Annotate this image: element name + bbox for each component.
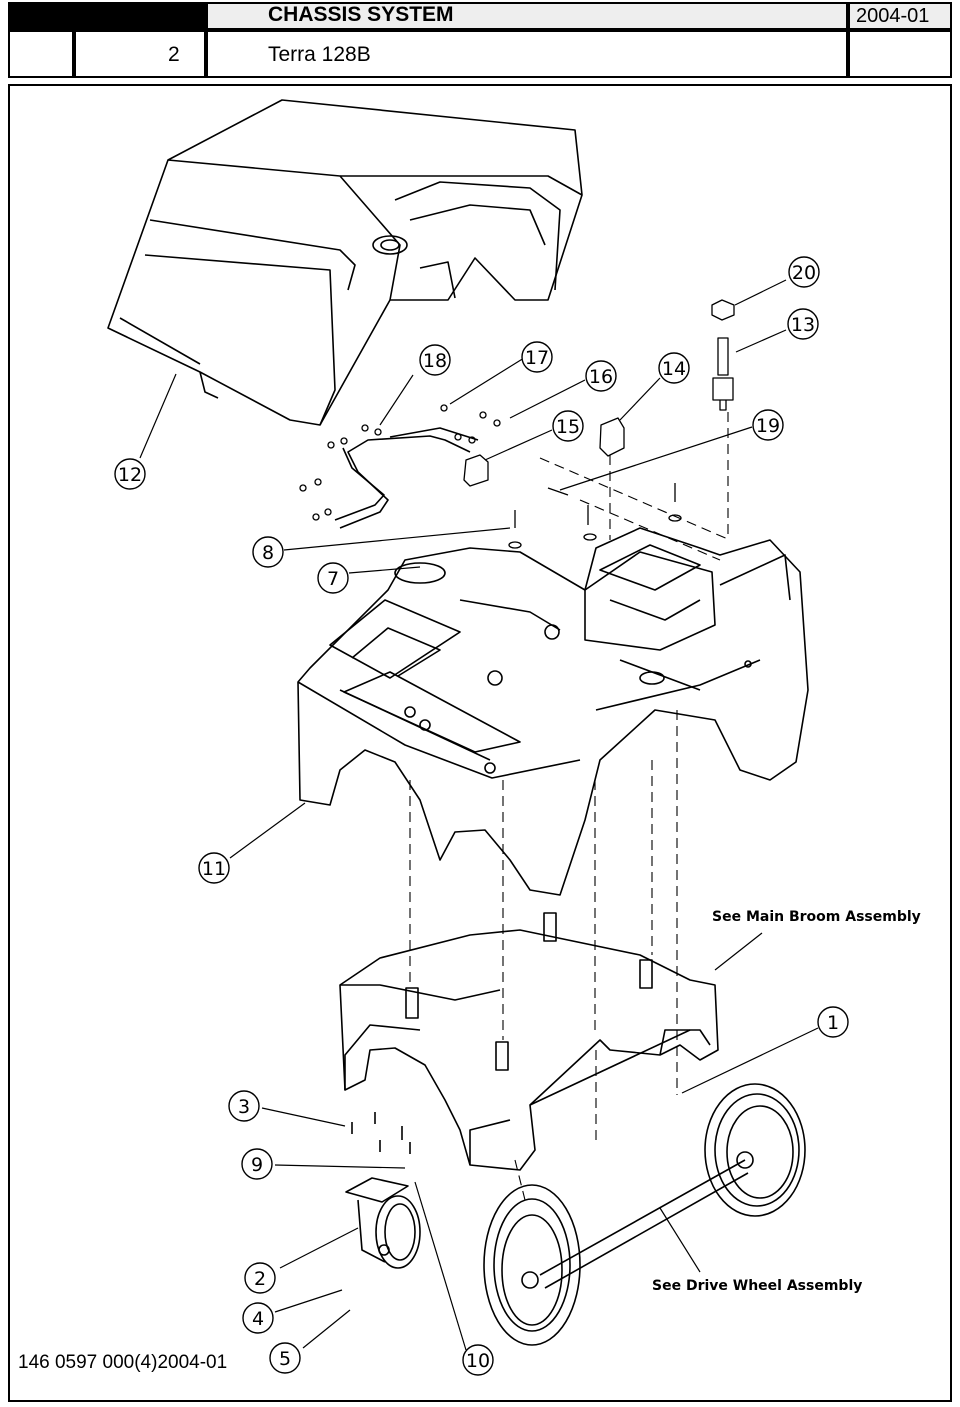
callout-10-text: 10 — [466, 1350, 490, 1372]
callout-17-text: 17 — [525, 347, 549, 369]
header-date-cell — [848, 2, 952, 30]
callout-13: 13 — [787, 308, 819, 340]
page-title: CHASSIS SYSTEM — [268, 3, 454, 26]
callout-9: 9 — [241, 1148, 273, 1180]
callout-20-text: 20 — [792, 262, 816, 284]
callout-7-text: 7 — [327, 568, 339, 590]
callout-8: 8 — [252, 536, 284, 568]
frame-bracket-part — [334, 427, 479, 529]
callout-18-text: 18 — [423, 350, 447, 372]
header-title-cell — [206, 2, 848, 30]
callout-8-text: 8 — [262, 542, 274, 564]
callout-14-text: 14 — [662, 358, 686, 380]
callout-12-text: 12 — [118, 464, 142, 486]
callout-5-text: 5 — [279, 1348, 291, 1370]
hood-cover-part — [107, 99, 583, 426]
callout-9-text: 9 — [251, 1154, 263, 1176]
callout-15-text: 15 — [556, 416, 580, 438]
header-model-cell — [206, 30, 848, 78]
callout-19-text: 19 — [756, 415, 780, 437]
revision-date: 2004-01 — [856, 5, 930, 27]
callout-13-text: 13 — [791, 314, 815, 336]
alignment-lines — [409, 412, 731, 1201]
main-broom-note: See Main Broom Assembly — [712, 909, 921, 925]
callout-11-text: 11 — [202, 858, 226, 880]
drive-wheel-assembly-part — [483, 1083, 806, 1346]
header-blank-cell — [8, 30, 74, 78]
section-number: 2 — [168, 43, 180, 66]
callout-16-text: 16 — [589, 366, 613, 388]
callout-1: 1 — [817, 1006, 849, 1038]
callout-18: 18 — [419, 344, 451, 376]
document-number: 146 0597 000(4)2004-01 — [18, 1352, 228, 1373]
drive-wheel-note: See Drive Wheel Assembly — [652, 1278, 862, 1294]
callout-14: 14 — [658, 352, 690, 384]
callout-15: 15 — [552, 410, 584, 442]
model-name: Terra 128B — [268, 43, 371, 66]
callout-5: 5 — [269, 1342, 301, 1374]
caster-wheel-part — [345, 1112, 421, 1269]
callout-3-text: 3 — [238, 1096, 250, 1118]
callout-7: 7 — [317, 562, 349, 594]
header-section-cell — [74, 30, 206, 78]
callout-12: 12 — [114, 458, 146, 490]
leader-lines — [139, 279, 819, 1351]
callout-labels: 20 13 18 17 16 14 15 19 — [114, 256, 849, 1376]
callout-1-text: 1 — [827, 1012, 839, 1034]
callout-17: 17 — [521, 341, 553, 373]
header-black-block — [8, 2, 206, 30]
callout-4-text: 4 — [252, 1308, 264, 1330]
callout-4: 4 — [242, 1302, 274, 1334]
drawing-frame — [8, 84, 952, 1402]
callout-10: 10 — [462, 1344, 494, 1376]
callout-2: 2 — [244, 1262, 276, 1294]
callout-11: 11 — [198, 852, 230, 884]
chassis-body-part — [297, 527, 809, 896]
callout-3: 3 — [228, 1090, 260, 1122]
fastener-set — [299, 299, 735, 549]
callout-19: 19 — [752, 409, 784, 441]
header-empty-cell — [848, 30, 952, 78]
callout-2-text: 2 — [254, 1268, 266, 1290]
base-plate-part — [339, 912, 719, 1171]
callout-20: 20 — [788, 256, 820, 288]
callout-16: 16 — [585, 360, 617, 392]
